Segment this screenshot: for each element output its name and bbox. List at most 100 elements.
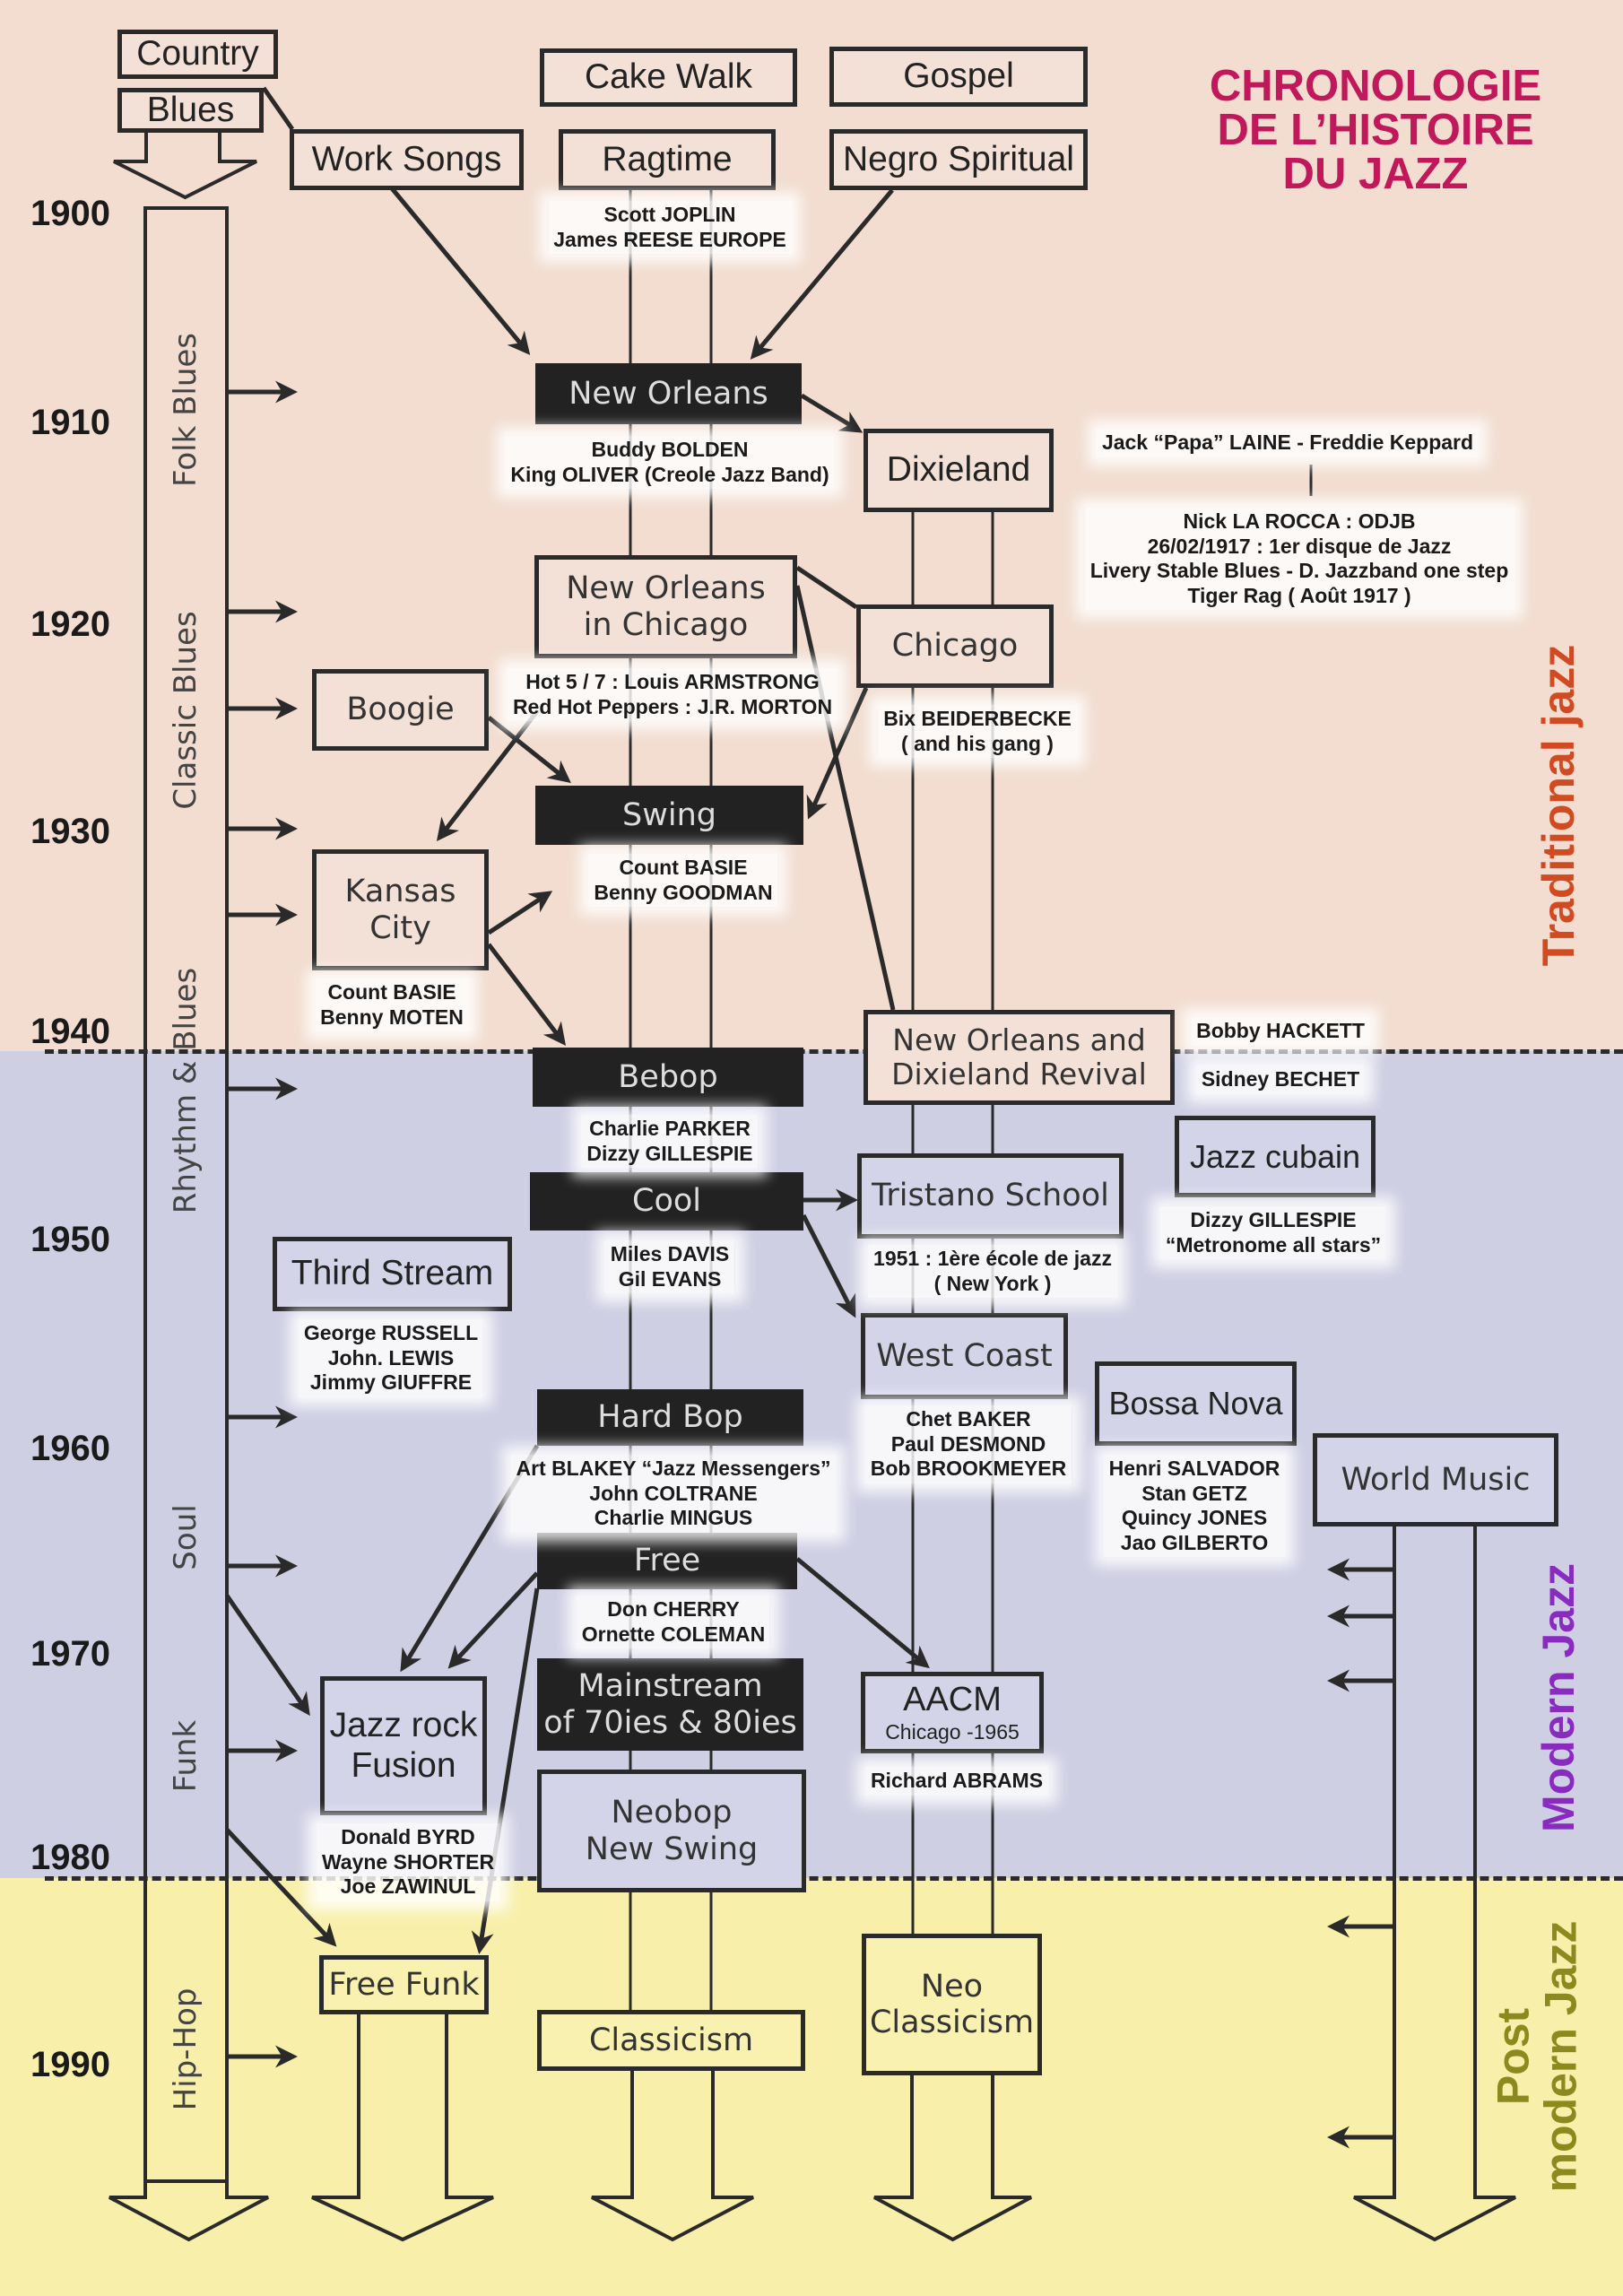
musician: John COLTRANE — [589, 1481, 758, 1505]
musician: ( New York ) — [933, 1271, 1052, 1295]
year-1900: 1900 — [30, 194, 110, 233]
box-line: New Orleans and — [892, 1022, 1146, 1058]
box-line: New Orleans — [566, 570, 766, 607]
box-cool: Cool — [530, 1172, 803, 1231]
title-line: CHRONOLOGIE — [1209, 62, 1542, 110]
year-1970: 1970 — [30, 1634, 110, 1674]
musician: Chet BAKER — [906, 1407, 1031, 1431]
box-line: in Chicago — [583, 606, 749, 643]
musician: Don CHERRY — [607, 1597, 740, 1621]
box-west-coast: West Coast — [861, 1313, 1068, 1399]
musician: Scott JOPLIN — [603, 203, 736, 226]
musician: “Metronome all stars” — [1165, 1232, 1382, 1257]
note-bechet: Sidney BECHET — [1195, 1065, 1366, 1094]
arrow — [386, 181, 531, 355]
musician: Charlie PARKER — [589, 1117, 751, 1140]
box-bossa-nova: Bossa Nova — [1095, 1361, 1297, 1446]
label-folk-blues: Folk Blues — [168, 332, 204, 488]
note-tristano: 1951 : 1ère école de jazz( New York ) — [868, 1245, 1117, 1299]
world-music-column-down-arrow-icon — [1353, 1526, 1516, 2242]
year-1950: 1950 — [30, 1220, 110, 1259]
box-line: Neo — [920, 1968, 984, 2005]
box-work-songs: Work Songs — [290, 129, 524, 190]
box-negro-spiritual: Negro Spiritual — [829, 129, 1088, 190]
musician: George RUSSELL — [303, 1321, 479, 1344]
musician: ( and his gang ) — [901, 731, 1054, 755]
musician: Paul DESMOND — [890, 1431, 1046, 1456]
arrow — [225, 1828, 337, 1947]
musician: Dizzy GILLESPIE — [1190, 1208, 1357, 1231]
note-hackett: Bobby HACKETT — [1191, 1017, 1370, 1046]
musician: Jao GILBERTO — [1120, 1530, 1269, 1554]
box-ragtime: Ragtime — [559, 129, 776, 190]
musician: 1951 : 1ère école de jazz — [873, 1247, 1112, 1270]
label-hip-hop: Hip-Hop — [168, 1987, 204, 2111]
box-line: of 70ies & 80ies — [543, 1704, 797, 1741]
era-line: Post — [1488, 2007, 1539, 2106]
box-free: Free — [537, 1533, 797, 1589]
box-dixieland: Dixieland — [864, 429, 1054, 512]
neo-classicism-column-down-arrow-icon — [873, 2075, 1032, 2242]
note-cubain: Dizzy GILLESPIE“Metronome all stars” — [1159, 1206, 1387, 1260]
box-third-stream: Third Stream — [273, 1237, 512, 1311]
box-new-orleans: New Orleans — [535, 363, 802, 424]
era-line: modern Jazz — [1535, 1920, 1585, 2193]
black-music-down-arrow-icon — [108, 2181, 269, 2242]
era-divider-1980 — [45, 1876, 1623, 1881]
musician: Art BLAKEY “Jazz Messengers” — [516, 1457, 831, 1480]
postmodern-era-band — [0, 1878, 1623, 2296]
musician: Dizzy GILLESPIE — [586, 1141, 753, 1165]
box-chicago: Chicago — [856, 604, 1054, 688]
black-music-column — [143, 206, 229, 2183]
arrow — [800, 393, 864, 433]
arrow — [795, 1557, 930, 1669]
musician: King OLIVER (Creole Jazz Band) — [510, 462, 829, 486]
musician: Nick LA ROCCA : ODJB — [1183, 509, 1416, 533]
box-line: Classicism — [869, 2005, 1035, 2040]
box-line: Jazz rock — [329, 1705, 478, 1744]
label-funk: Funk — [168, 1719, 204, 1793]
era-label-modern: Modern Jazz — [1532, 1562, 1584, 1833]
arrow — [224, 1594, 310, 1717]
musician: Bob BROOKMEYER — [870, 1457, 1067, 1481]
box-line: AACM — [903, 1681, 1002, 1719]
musician: Ornette COLEMAN — [581, 1622, 766, 1646]
musician: Tiger Rag ( Août 1917 ) — [1187, 583, 1411, 607]
year-1930: 1930 — [30, 812, 110, 851]
note-laine: Jack “Papa” LAINE - Freddie Keppard — [1096, 429, 1480, 457]
musician: Quincy JONES — [1121, 1506, 1268, 1530]
musician: Count BASIE — [619, 856, 748, 879]
label-rhythm-blues: Rhythm & Blues — [168, 967, 204, 1214]
year-1960: 1960 — [30, 1429, 110, 1468]
year-1910: 1910 — [30, 403, 110, 442]
arrow — [487, 716, 571, 784]
connector-line — [794, 585, 896, 1011]
label-soul: Soul — [168, 1504, 204, 1570]
musician: Donald BYRD — [341, 1825, 475, 1848]
box-free-funk: Free Funk — [319, 1955, 489, 2014]
musician: Buddy BOLDEN — [591, 438, 749, 461]
note-chicago: Bix BEIDERBECKE( and his gang ) — [878, 705, 1077, 759]
box-line: Dixieland Revival — [891, 1057, 1147, 1091]
musician: Wayne SHORTER — [321, 1849, 495, 1874]
musician: Benny GOODMAN — [594, 880, 773, 904]
era-label-traditional: Traditional jazz — [1532, 644, 1584, 967]
musician: Livery Stable Blues - D. Jazzband one st… — [1089, 559, 1509, 583]
box-hard-bop: Hard Bop — [537, 1389, 803, 1446]
year-1920: 1920 — [30, 604, 110, 644]
connector-line — [261, 86, 295, 131]
musician: Benny MOTEN — [320, 1004, 464, 1029]
box-tristano-school: Tristano School — [857, 1153, 1124, 1239]
